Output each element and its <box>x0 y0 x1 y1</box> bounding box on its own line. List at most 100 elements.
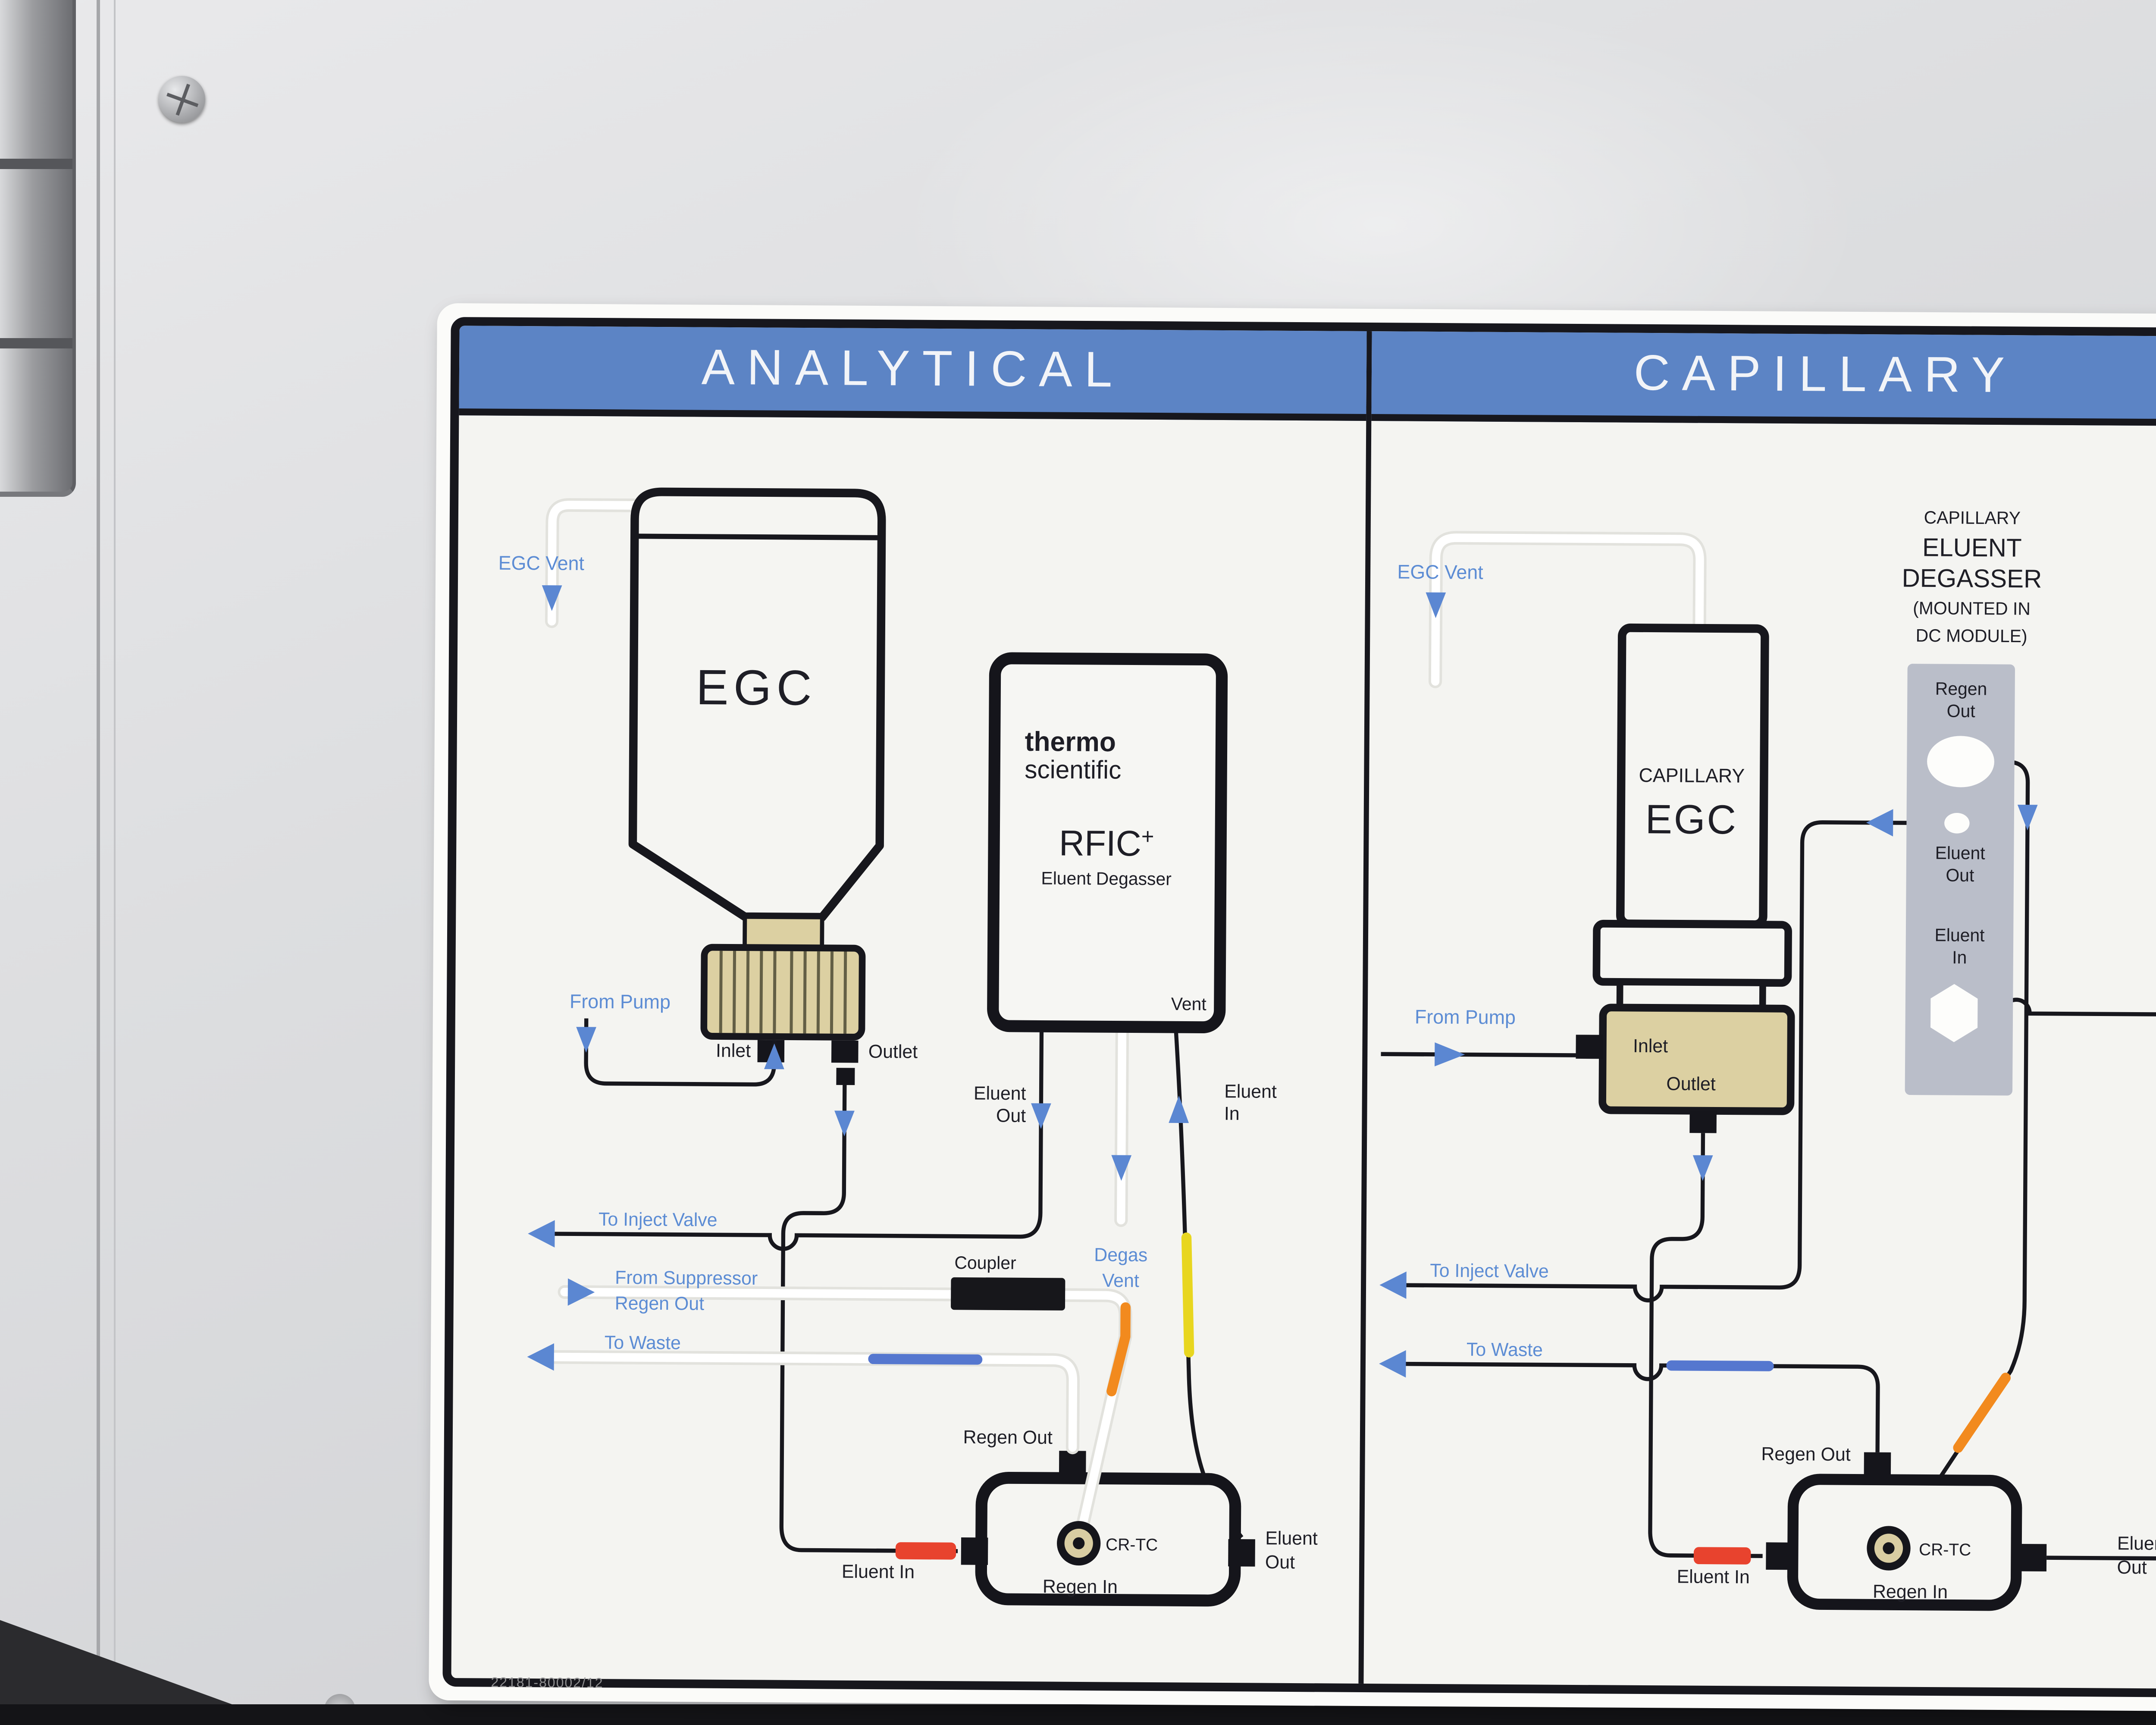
analytical-deg-eluent-in-label2: In <box>1224 1103 1240 1124</box>
label-part-number: 22181-80002/12 <box>491 1675 604 1691</box>
analytical-from-pump-line <box>576 1018 784 1087</box>
egc-cap-ribs <box>719 950 847 1034</box>
analytical-egc-vent-label: EGC Vent <box>498 552 585 574</box>
crtc-coil-center <box>1073 1537 1085 1549</box>
capillary-regen-out-line <box>1897 759 2038 1541</box>
analytical-egc-bottle <box>628 487 886 1085</box>
scientific-logo: scientific <box>1025 756 1121 784</box>
yellow-tube-segment <box>1181 1233 1194 1358</box>
panel-screw-top-left <box>159 76 205 122</box>
svg-text:DC MODULE): DC MODULE) <box>1916 625 2028 646</box>
strip-eluent-in-label2: In <box>1952 947 1967 968</box>
flow-arrow-down-icon <box>2017 805 2038 831</box>
analytical-degas-vent-tube <box>1111 1020 1132 1227</box>
analytical-title: ANALYTICAL <box>701 340 1125 398</box>
analytical-from-suppressor-label1: From Suppressor <box>615 1267 758 1289</box>
port-fitting-regen-out <box>1059 1451 1086 1478</box>
analytical-crtc-regen-out-label: Regen Out <box>963 1427 1053 1449</box>
capillary-egc-cartridge <box>1576 623 1795 1133</box>
flow-arrow-left-icon <box>1379 1350 1406 1378</box>
flow-arrow-up-icon <box>1169 1095 1189 1123</box>
svg-text:DEGASSER: DEGASSER <box>1902 564 2042 593</box>
coupler <box>951 1277 1065 1311</box>
capillary-to-waste-line <box>1379 1350 1880 1452</box>
capillary-crtc-regen-out-label: Regen Out <box>1761 1444 1851 1465</box>
strip-regen-label2: Out <box>1947 701 1976 721</box>
regen-out-port <box>1927 736 1994 787</box>
capillary-to-waste-label: To Waste <box>1467 1339 1543 1361</box>
port-fitting-outlet <box>831 1040 859 1063</box>
capillary-egc-vent-label: EGC Vent <box>1397 561 1483 583</box>
port-union-outlet <box>836 1068 855 1085</box>
port-fitting-eluent-out <box>2019 1544 2047 1571</box>
flow-arrow-right-icon <box>1435 1042 1465 1066</box>
capillary-section: CAPILLARY EGC Vent <box>1363 331 2156 1689</box>
analytical-deg-eluent-out-label2: Out <box>996 1105 1026 1126</box>
door-hinge <box>0 0 76 497</box>
flow-arrow-left-icon <box>527 1343 554 1371</box>
plumbing-diagram-label: ANALYTICAL EGC Vent <box>429 303 2156 1712</box>
capillary-crtc-regen-in-label: Regen In <box>1873 1581 1948 1603</box>
red-tube-segment <box>1693 1547 1751 1565</box>
capillary-eluent-out-line <box>1379 809 1944 1303</box>
panel-seam-left <box>97 0 100 1711</box>
analytical-section: ANALYTICAL EGC Vent <box>451 326 1372 1684</box>
orange-tube-segment <box>1106 1302 1131 1396</box>
capillary-degasser-strip: Regen Out Eluent Out Eluent In <box>1905 664 2015 1096</box>
rfic-name-label: Eluent Degasser <box>1041 868 1172 889</box>
analytical-to-waste-label: To Waste <box>605 1332 681 1354</box>
analytical-outlet-label: Outlet <box>868 1041 918 1062</box>
flow-arrow-left-icon <box>1379 1271 1407 1299</box>
flow-arrow-down-icon <box>576 1027 596 1053</box>
capillary-from-pump-label: From Pump <box>1415 1006 1516 1029</box>
analytical-crtc-eluent-in-label: Eluent In <box>842 1561 915 1582</box>
capillary-egc-label2: EGC <box>1645 796 1738 842</box>
analytical-from-suppressor-label2: Regen Out <box>615 1293 705 1314</box>
analytical-header: ANALYTICAL <box>459 326 1367 421</box>
analytical-egc-label: EGC <box>696 660 817 716</box>
svg-text:CAPILLARY: CAPILLARY <box>1924 508 2021 528</box>
flow-arrow-left-icon <box>1866 809 1893 837</box>
analytical-diagram: EGC Vent Eluent Out To Inj <box>451 415 1366 1684</box>
strip-eluent-out-label2: Out <box>1946 865 1974 885</box>
flow-arrow-left-icon <box>528 1220 555 1248</box>
rfic-vent-label: Vent <box>1171 994 1207 1014</box>
analytical-from-pump-label: From Pump <box>570 990 671 1013</box>
analytical-inlet-label: Inlet <box>716 1040 751 1061</box>
capillary-to-inject-label: To Inject Valve <box>1430 1260 1549 1282</box>
rfic-model-label: RFIC+ <box>1059 823 1154 864</box>
analytical-degas-vent-label2: Vent <box>1102 1270 1139 1291</box>
capillary-crtc-label: CR-TC <box>1919 1540 1971 1559</box>
analytical-deg-eluent-in-label1: Eluent <box>1224 1081 1277 1102</box>
analytical-deg-eluent-out-label1: Eluent <box>974 1083 1026 1104</box>
hinge-gap <box>0 159 72 169</box>
capillary-title: CAPILLARY <box>1633 345 2017 404</box>
analytical-coupler-label: Coupler <box>954 1253 1016 1273</box>
capillary-outlet-label: Outlet <box>1666 1073 1716 1095</box>
port-fitting-eluent-in <box>961 1537 988 1565</box>
analytical-to-waste-tube <box>527 1343 1080 1455</box>
capillary-diagram: EGC Vent To Inject Valve <box>1363 421 2156 1689</box>
svg-text:ELUENT: ELUENT <box>1922 533 2022 562</box>
capillary-from-pump-line <box>1381 1042 1576 1066</box>
port-fitting-inlet <box>1576 1035 1603 1059</box>
port-fitting-eluent-out <box>1228 1539 1255 1567</box>
port-fitting-eluent-in <box>1766 1542 1793 1570</box>
capillary-crtc-eluent-in-label: Eluent In <box>1677 1566 1750 1587</box>
egc-collar <box>1592 919 1792 987</box>
flow-arrow-up-icon <box>764 1043 784 1070</box>
capillary-crtc-eluent-out-label1: Eluent <box>2117 1533 2156 1554</box>
egc-neck <box>743 914 824 950</box>
panel-seam-left-2 <box>114 0 116 1711</box>
svg-text:(MOUNTED IN: (MOUNTED IN <box>1913 598 2031 619</box>
flow-arrow-down-icon <box>542 585 562 611</box>
analytical-to-inject-label: To Inject Valve <box>599 1209 718 1230</box>
egc-port-block <box>1598 1004 1795 1115</box>
blue-tube-segment <box>1666 1360 1774 1371</box>
shadow-bottom-left <box>0 1620 241 1708</box>
strip-eluent-out-label1: Eluent <box>1935 843 1986 863</box>
port-fitting-regen-out <box>1864 1452 1891 1480</box>
analytical-from-suppressor-tube <box>558 1278 1132 1542</box>
analytical-crtc-label: CR-TC <box>1106 1535 1158 1555</box>
